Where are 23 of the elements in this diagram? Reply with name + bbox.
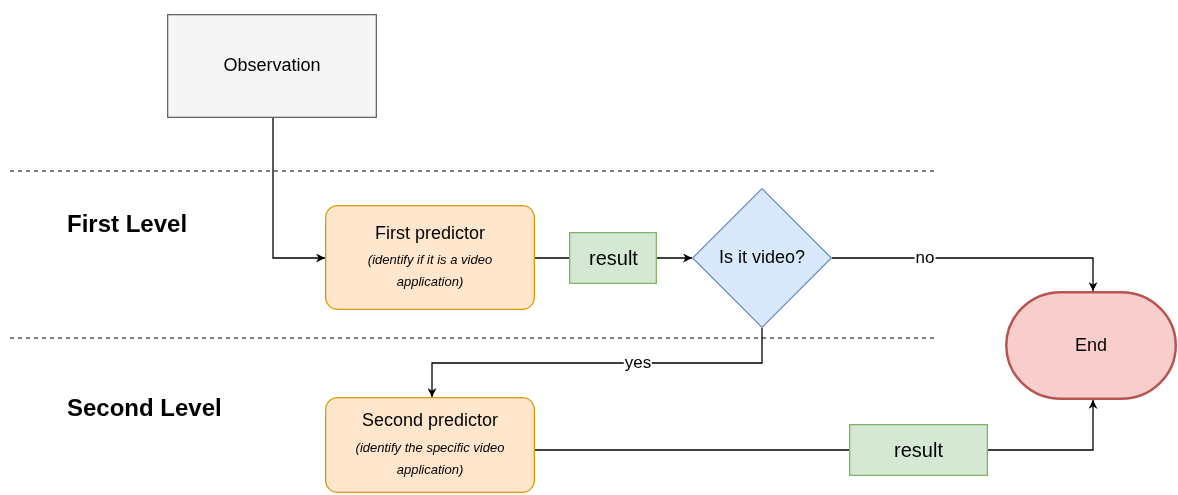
process-box	[569, 232, 657, 284]
level-label: Second Level	[67, 394, 222, 422]
process-box	[167, 14, 377, 118]
node-title: result	[589, 246, 637, 271]
process-box	[325, 397, 535, 493]
process-box	[325, 205, 535, 310]
node-title: Second predictor	[361, 409, 499, 433]
node-title: End	[1075, 333, 1107, 357]
connector-arrow	[987, 399, 1098, 451]
node-description: (identify the specific video application)	[354, 438, 506, 479]
terminal-shape	[1005, 291, 1177, 400]
connector-arrow	[656, 253, 693, 263]
node-title: First predictor	[375, 221, 485, 245]
node-title: Observation	[223, 54, 321, 78]
connector-arrow	[427, 327, 763, 398]
node-description: (identify if it is a video application)	[366, 251, 494, 292]
process-box	[849, 424, 988, 476]
decision-diamond	[692, 188, 832, 328]
connector-arrow	[272, 117, 326, 263]
connector-arrow	[831, 257, 1098, 292]
node-title: Is it video?	[718, 246, 805, 270]
level-label: First Level	[67, 210, 188, 238]
node-title: result	[894, 438, 943, 463]
